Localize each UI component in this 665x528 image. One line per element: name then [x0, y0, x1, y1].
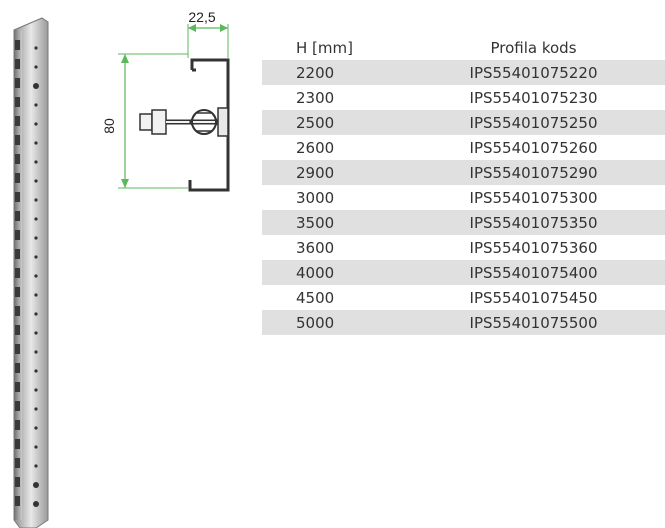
width-dimension-label: 22,5 — [188, 10, 215, 25]
cell-height: 3500 — [296, 213, 335, 232]
table-row: 4000 IPS55401075400 — [262, 260, 665, 285]
table-row: 5000 IPS55401075500 — [262, 310, 665, 335]
cell-height: 4000 — [296, 263, 335, 282]
table-row: 3500 IPS55401075350 — [262, 210, 665, 235]
cell-height: 2900 — [296, 163, 335, 182]
table-row: 2900 IPS55401075290 — [262, 160, 665, 185]
cell-height: 2500 — [296, 113, 335, 132]
table-row: 2500 IPS55401075250 — [262, 110, 665, 135]
cell-profile-code: IPS55401075350 — [469, 213, 598, 232]
cell-height: 5000 — [296, 313, 335, 332]
cell-profile-code: IPS55401075300 — [469, 188, 598, 207]
cell-profile-code: IPS55401075220 — [469, 63, 598, 82]
cell-profile-code: IPS55401075500 — [469, 313, 598, 332]
profile-rail-image — [13, 17, 49, 528]
cell-profile-code: IPS55401075290 — [469, 163, 598, 182]
cell-profile-code: IPS55401075250 — [469, 113, 598, 132]
cell-profile-code: IPS55401075400 — [469, 263, 598, 282]
cell-height: 2600 — [296, 138, 335, 157]
cell-height: 2300 — [296, 88, 335, 107]
table-row: 3600 IPS55401075360 — [262, 235, 665, 260]
table-row: 3000 IPS55401075300 — [262, 185, 665, 210]
table-row: 4500 IPS55401075450 — [262, 285, 665, 310]
cell-height: 3600 — [296, 238, 335, 257]
cell-profile-code: IPS55401075360 — [469, 238, 598, 257]
table-row: 2200 IPS55401075220 — [262, 60, 665, 85]
table-header: H [mm] Profila kods — [262, 36, 665, 60]
table-row: 2600 IPS55401075260 — [262, 135, 665, 160]
header-height: H [mm] — [296, 39, 353, 57]
cell-profile-code: IPS55401075450 — [469, 288, 598, 307]
table-body: 2200 IPS55401075220 2300 IPS55401075230 2500… — [262, 60, 665, 335]
profile-code-table: H [mm] Profila kods 2200 IPS55401075220 23… — [262, 36, 665, 335]
header-profile-code: Profila kods — [490, 39, 577, 57]
rail-slots — [15, 40, 39, 507]
table-row: 2300 IPS55401075230 — [262, 85, 665, 110]
cell-height: 4500 — [296, 288, 335, 307]
cell-height: 3000 — [296, 188, 335, 207]
cell-height: 2200 — [296, 63, 335, 82]
cell-profile-code: IPS55401075230 — [469, 88, 598, 107]
height-dimension-label: 80 — [101, 118, 117, 134]
cross-section-drawing: 80 22,5 — [101, 10, 230, 192]
cell-profile-code: IPS55401075260 — [469, 138, 598, 157]
